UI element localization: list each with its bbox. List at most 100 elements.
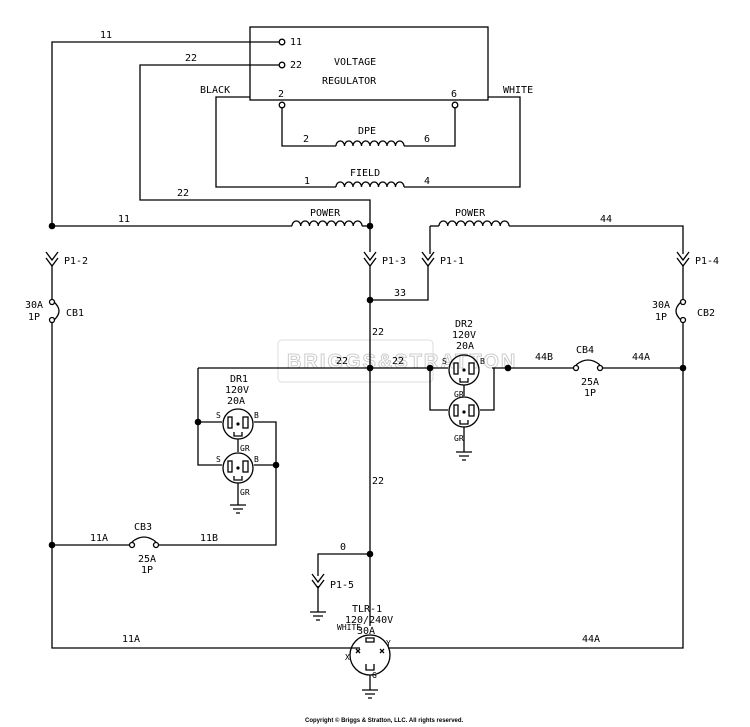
wire-44a-right-label: 44A bbox=[632, 352, 650, 363]
junction-dots bbox=[48, 222, 687, 558]
connector-p1-3-label: P1-3 bbox=[382, 256, 406, 267]
wire-dr2-s-bus bbox=[429, 368, 448, 411]
regulator-terminal-22-label: 22 bbox=[290, 60, 302, 71]
coil-dpe: DPE 2 6 bbox=[303, 126, 430, 147]
wire-0-label: 0 bbox=[340, 542, 346, 553]
wire-33-label: 33 bbox=[394, 288, 406, 299]
breaker-cb2-rating: 30A bbox=[652, 300, 670, 311]
connector-p1-2[interactable]: P1-2 bbox=[45, 251, 88, 268]
receptacle-dr2-bottom-gr: GR bbox=[454, 434, 464, 443]
wire-22-top bbox=[139, 64, 371, 228]
wire-22-dr2-label: 22 bbox=[392, 356, 404, 367]
breaker-cb4-rating: 25A bbox=[581, 377, 599, 388]
breaker-cb4[interactable]: CB4 25A 1P bbox=[572, 345, 604, 399]
regulator-title-line1: VOLTAGE bbox=[334, 57, 376, 68]
wire-44b-label: 44B bbox=[535, 352, 553, 363]
breaker-cb2-name: CB2 bbox=[697, 308, 715, 319]
breaker-cb4-poles: 1P bbox=[584, 388, 596, 399]
wire-44a-bottom-label: 44A bbox=[582, 634, 600, 645]
breaker-cb3-poles: 1P bbox=[141, 565, 153, 576]
regulator-terminal-6[interactable] bbox=[451, 101, 459, 109]
receptacle-dr2-top-s: S bbox=[442, 357, 447, 366]
wire-white bbox=[404, 96, 521, 188]
tlr-white-slot bbox=[365, 637, 375, 643]
receptacle-dr1-top-s: S bbox=[216, 411, 221, 420]
regulator-terminal-2[interactable] bbox=[278, 101, 286, 109]
wire-11a-left-label: 11A bbox=[90, 533, 108, 544]
receptacle-dr2-top-b: B bbox=[480, 357, 485, 366]
regulator-terminal-6-label: 6 bbox=[451, 89, 457, 100]
connector-p1-5-label: P1-5 bbox=[330, 580, 354, 591]
wire-black-label: BLACK bbox=[200, 85, 230, 96]
tlr-g-slot bbox=[365, 664, 375, 671]
receptacle-dr1-amps: 20A bbox=[227, 396, 245, 407]
breaker-cb3[interactable]: CB3 25A 1P bbox=[128, 522, 160, 576]
wire-11a-left bbox=[51, 322, 360, 649]
wire-dr1-b-bus bbox=[188, 421, 277, 546]
receptacle-dr1: DR1 120V 20A S B GR S B GR bbox=[216, 374, 259, 514]
coil-field-right-label: 4 bbox=[424, 176, 430, 187]
tlr-white-label: WHITE bbox=[337, 623, 361, 632]
coil-field-label: FIELD bbox=[350, 168, 380, 179]
wire-11a-bottom-label: 11A bbox=[122, 634, 140, 645]
receptacle-dr1-bottom-gr: GR bbox=[240, 488, 250, 497]
regulator-terminal-2-label: 2 bbox=[278, 89, 284, 100]
wire-dr1-s-bus bbox=[197, 368, 222, 466]
receptacle-tlr-1[interactable]: TLR-1 120/240V 30A WHITE X Y G bbox=[337, 604, 393, 699]
wire-dr2-b-bus bbox=[480, 368, 495, 411]
coil-power-left: POWER bbox=[291, 208, 363, 227]
copyright-text: Copyright © Briggs & Stratton, LLC. All … bbox=[305, 717, 464, 724]
tlr-name: TLR-1 bbox=[352, 604, 382, 615]
breaker-cb2[interactable]: 30A 1P CB2 bbox=[652, 298, 715, 324]
receptacle-dr2-voltage: 120V bbox=[452, 330, 476, 341]
breaker-cb2-poles: 1P bbox=[655, 312, 667, 323]
wire-black bbox=[215, 96, 336, 188]
regulator-terminal-11-label: 11 bbox=[290, 37, 302, 48]
connector-p1-4[interactable]: P1-4 bbox=[676, 251, 719, 268]
receptacle-dr1-bottom-b: B bbox=[254, 455, 259, 464]
breaker-cb3-name: CB3 bbox=[134, 522, 152, 533]
wire-0 bbox=[317, 553, 370, 576]
breaker-cb1-rating: 30A bbox=[25, 300, 43, 311]
breaker-cb3-rating: 25A bbox=[138, 554, 156, 565]
coil-power-right: POWER bbox=[438, 208, 510, 227]
regulator-terminal-22[interactable] bbox=[278, 61, 286, 69]
wire-dpe-6 bbox=[404, 108, 456, 147]
tlr-x-slot bbox=[355, 648, 361, 654]
wires: 11 22 22 BLACK WHITE 11 44 22 22 33 bbox=[51, 30, 684, 649]
breaker-cb1-name: CB1 bbox=[66, 308, 84, 319]
connector-p1-1[interactable]: P1-1 bbox=[421, 251, 464, 268]
wire-22-top-label: 22 bbox=[185, 53, 197, 64]
receptacle-dr1-top-gr: GR bbox=[240, 444, 250, 453]
wire-22-center-label: 22 bbox=[372, 327, 384, 338]
regulator-terminal-11[interactable] bbox=[278, 38, 286, 46]
connector-p1-4-label: P1-4 bbox=[695, 256, 719, 267]
coil-dpe-label: DPE bbox=[358, 126, 376, 137]
receptacle-dr2: DR2 120V 20A S B GR GR bbox=[442, 319, 485, 461]
breaker-cb1-poles: 1P bbox=[28, 312, 40, 323]
receptacle-dr2-top-gr: GR bbox=[454, 390, 464, 399]
tlr-g-label: G bbox=[372, 671, 377, 680]
wire-11b-label: 11B bbox=[200, 533, 218, 544]
tlr-y-label: Y bbox=[386, 639, 391, 648]
breaker-cb1[interactable]: 30A 1P CB1 bbox=[25, 298, 84, 324]
receptacle-dr1-bottom-s: S bbox=[216, 455, 221, 464]
coil-dpe-right-label: 6 bbox=[424, 134, 430, 145]
receptacle-dr2-amps: 20A bbox=[456, 341, 474, 352]
wire-22-dr1-label: 22 bbox=[336, 356, 348, 367]
connector-p1-3[interactable]: P1-3 bbox=[363, 228, 406, 268]
wire-white-label: WHITE bbox=[503, 85, 533, 96]
coil-field-left-label: 1 bbox=[304, 176, 310, 187]
wire-11-mid-label: 11 bbox=[118, 214, 130, 225]
connector-p1-5[interactable]: P1-5 bbox=[311, 573, 354, 591]
wire-22-left-label: 22 bbox=[177, 188, 189, 199]
wire-33 bbox=[370, 266, 429, 301]
coil-field: FIELD 1 4 bbox=[304, 168, 430, 188]
breaker-cb4-name: CB4 bbox=[576, 345, 594, 356]
receptacle-dr2-name: DR2 bbox=[455, 319, 473, 330]
wire-44a-right bbox=[388, 322, 684, 649]
tlr-y-slot bbox=[379, 648, 385, 654]
regulator-title-line2: REGULATOR bbox=[322, 76, 377, 87]
tlr-voltage: 120/240V bbox=[345, 615, 393, 626]
